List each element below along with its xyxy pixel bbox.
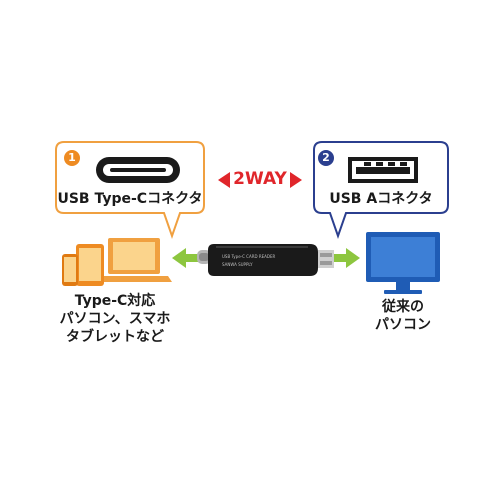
tablet-icon [76, 244, 104, 286]
badge-two-number: 2 [322, 151, 330, 164]
arrow-right-red-icon [290, 172, 302, 188]
left-caption-line1: Type-C対応 [74, 293, 156, 309]
badge-one-circle [64, 150, 80, 166]
green-arrow-left-icon [172, 248, 200, 268]
right-bubble-label: USB Aコネクタ [329, 191, 433, 207]
left-caption-line2: パソコン、スマホ [59, 311, 171, 327]
device-label: USB Type-C CARD READER [222, 254, 276, 259]
green-arrow-right-icon [334, 248, 360, 268]
left-bubble-label: USB Type-Cコネクタ [57, 191, 203, 207]
two-way-label: 2WAY [233, 169, 287, 189]
right-caption-line2: パソコン [375, 317, 431, 333]
usb-c-port-icon [96, 157, 180, 183]
left-caption-line3: タブレットなど [66, 329, 164, 345]
device-sublabel: SANWA SUPPLY [222, 262, 253, 267]
left-caption: Type-C対応 パソコン、スマホ タブレットなど [40, 292, 190, 346]
usb-a-port-icon [348, 157, 418, 183]
smartphone-icon [62, 254, 78, 286]
arrow-left-red-icon [218, 172, 230, 188]
monitor-icon [366, 232, 440, 294]
badge-two-circle [318, 150, 334, 166]
badge-one-number: 1 [68, 151, 76, 164]
right-caption-line1: 従来の [382, 299, 424, 315]
card-reader-device [197, 244, 334, 276]
right-caption: 従来の パソコン [348, 298, 458, 334]
laptop-icon [96, 238, 172, 282]
